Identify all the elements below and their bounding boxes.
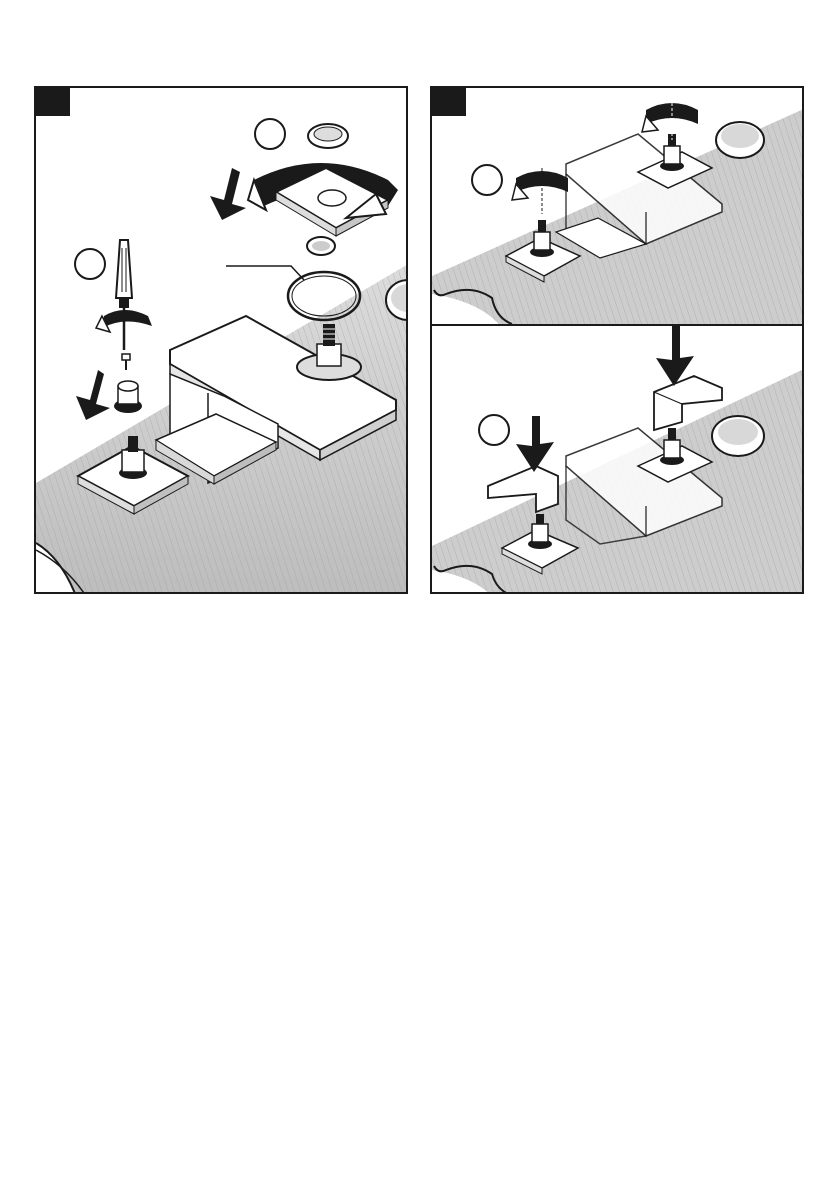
down-arrow-icon-2 xyxy=(516,416,554,472)
down-arrow-icon xyxy=(656,326,694,386)
panel-step-a xyxy=(34,86,408,594)
adapter-icon xyxy=(114,381,142,413)
panel-step-b xyxy=(430,86,804,326)
cap-button-icon xyxy=(716,122,764,158)
cap-button-icon xyxy=(712,416,764,456)
blank-page-area xyxy=(0,610,840,1192)
panel-a-illustration xyxy=(36,88,408,594)
rotate-arrow-icon-2 xyxy=(512,168,568,214)
callout-circle-top xyxy=(255,119,285,149)
panel-c-illustration xyxy=(432,326,804,594)
screwdriver-icon xyxy=(96,240,152,350)
callout-circle xyxy=(472,165,502,195)
callout-circle xyxy=(479,415,509,445)
cap-ring-icon xyxy=(308,124,348,148)
callout-circle-left xyxy=(75,249,105,279)
down-arrow-icon xyxy=(210,168,246,220)
rotate-arrow-icon xyxy=(642,98,698,140)
down-arrow-icon-2 xyxy=(76,370,110,420)
screw-icon xyxy=(122,354,130,370)
panel-b-illustration xyxy=(432,88,804,326)
panel-step-c xyxy=(430,324,804,594)
